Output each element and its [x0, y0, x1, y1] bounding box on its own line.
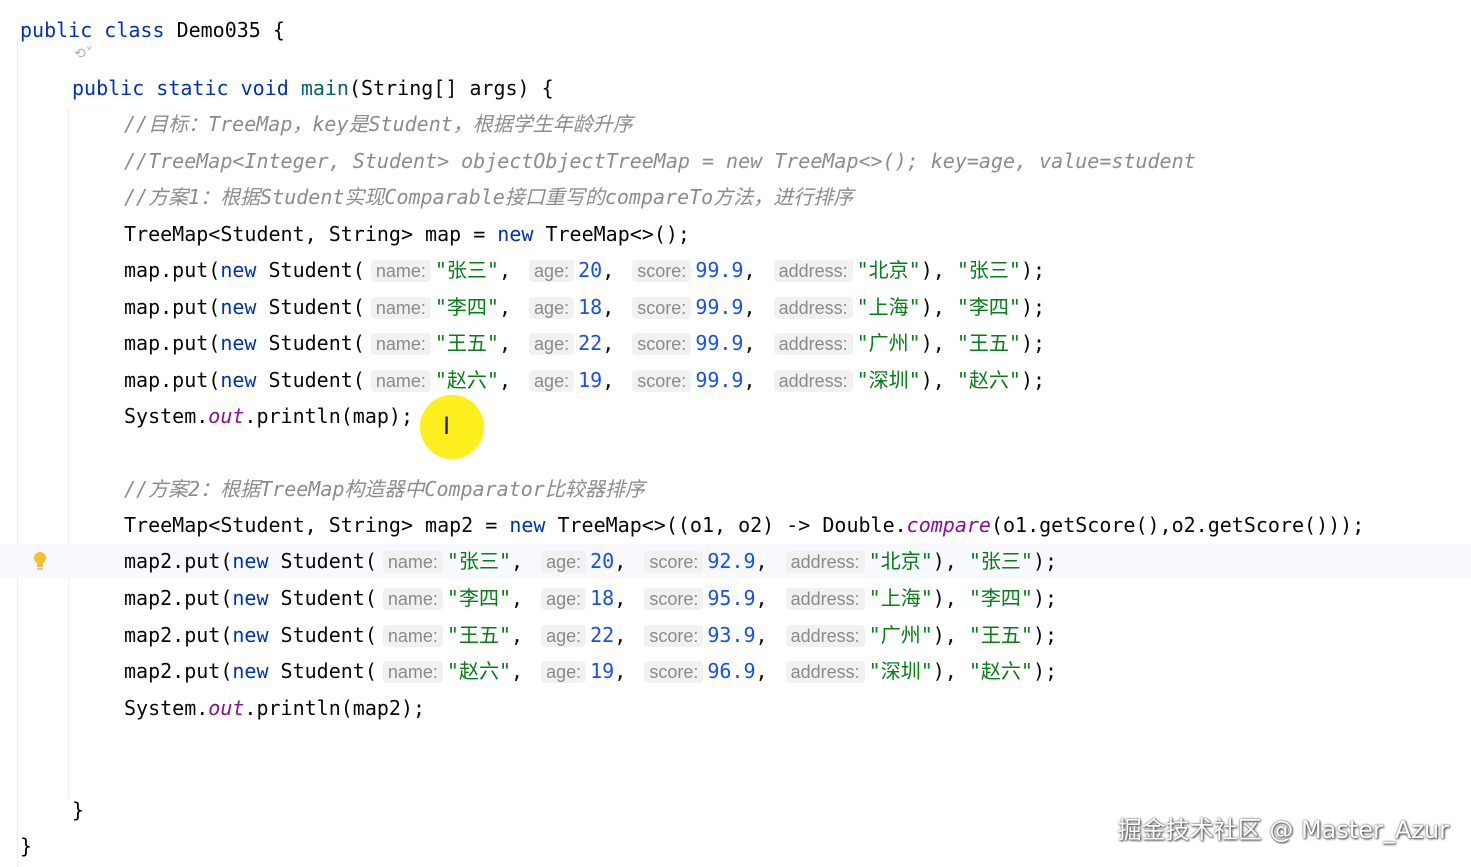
current-line-highlight: [0, 544, 1471, 578]
param-hint-age: age:: [541, 625, 587, 647]
method-close-brace[interactable]: }: [72, 798, 85, 822]
param-hint-name: name:: [370, 370, 431, 392]
code-line-put2[interactable]: map2.put(new Student(name:"王五", age:22, …: [124, 623, 1058, 647]
watermark: 掘金技术社区 @ Master_Azur: [1117, 816, 1449, 844]
code-line-put2[interactable]: map2.put(new Student(name:"赵六", age:19, …: [124, 659, 1058, 683]
map-declaration[interactable]: TreeMap<Student, String> map = new TreeM…: [124, 222, 690, 246]
code-line-put[interactable]: map.put(new Student(name:"赵六", age:19, s…: [124, 368, 1046, 392]
class-close-brace[interactable]: }: [20, 834, 33, 858]
param-hint-score: score:: [632, 333, 692, 355]
param-hint-score: score:: [644, 661, 704, 683]
class-declaration[interactable]: public class Demo035 {: [20, 18, 285, 42]
param-hint-name: name:: [370, 297, 431, 319]
code-line-put[interactable]: map.put(new Student(name:"王五", age:22, s…: [124, 331, 1046, 355]
param-hint-name: name:: [382, 551, 443, 573]
lightbulb-icon[interactable]: [31, 550, 49, 574]
param-hint-name: name:: [382, 661, 443, 683]
param-hint-age: age:: [529, 260, 575, 282]
param-hint-name: name:: [370, 333, 431, 355]
param-hint-age: age:: [529, 333, 575, 355]
code-line-put[interactable]: map.put(new Student(name:"张三", age:20, s…: [124, 258, 1046, 282]
indent-guide: [68, 108, 69, 798]
param-hint-age: age:: [541, 588, 587, 610]
param-hint-age: age:: [529, 370, 575, 392]
param-hint-score: score:: [632, 370, 692, 392]
code-line-put2[interactable]: map2.put(new Student(name:"张三", age:20, …: [124, 549, 1058, 573]
param-hint-score: score:: [632, 260, 692, 282]
param-hint-address: address:: [773, 370, 853, 392]
param-hint-name: name:: [370, 260, 431, 282]
param-hint-address: address:: [785, 588, 865, 610]
comment-goal[interactable]: //目标：TreeMap，key是Student，根据学生年龄升序: [124, 112, 633, 136]
comment-plan1[interactable]: //方案1：根据Student实现Comparable接口重写的compareT…: [124, 185, 854, 209]
param-hint-age: age:: [541, 551, 587, 573]
code-line-put2[interactable]: map2.put(new Student(name:"李四", age:18, …: [124, 586, 1058, 610]
param-hint-score: score:: [644, 551, 704, 573]
class-name: Demo035: [176, 18, 261, 42]
gutter-divider: [17, 40, 18, 867]
println-map2[interactable]: System.out.println(map2);: [124, 696, 426, 720]
fold-arrows-icon[interactable]: ⟲˅: [74, 46, 93, 62]
param-hint-age: age:: [541, 661, 587, 683]
comment-old-code[interactable]: //TreeMap<Integer, Student> objectObject…: [124, 149, 1196, 173]
param-hint-age: age:: [529, 297, 575, 319]
param-hint-name: name:: [382, 588, 443, 610]
method-name: main: [300, 76, 349, 100]
param-hint-address: address:: [773, 260, 853, 282]
text-cursor-icon: I: [443, 412, 451, 440]
main-method-declaration[interactable]: public static void main(String[] args) {: [72, 76, 554, 100]
param-hint-name: name:: [382, 625, 443, 647]
param-hint-score: score:: [632, 297, 692, 319]
code-line-put[interactable]: map.put(new Student(name:"李四", age:18, s…: [124, 295, 1046, 319]
param-hint-address: address:: [785, 625, 865, 647]
param-hint-address: address:: [785, 661, 865, 683]
comment-plan2[interactable]: //方案2：根据TreeMap构造器中Comparator比较器排序: [124, 477, 645, 501]
cursor-highlight: [420, 395, 484, 459]
param-hint-score: score:: [644, 625, 704, 647]
param-hint-address: address:: [773, 333, 853, 355]
param-hint-address: address:: [773, 297, 853, 319]
param-hint-address: address:: [785, 551, 865, 573]
map2-declaration[interactable]: TreeMap<Student, String> map2 = new Tree…: [124, 513, 1365, 537]
param-hint-score: score:: [644, 588, 704, 610]
println-map[interactable]: System.out.println(map);: [124, 404, 413, 428]
